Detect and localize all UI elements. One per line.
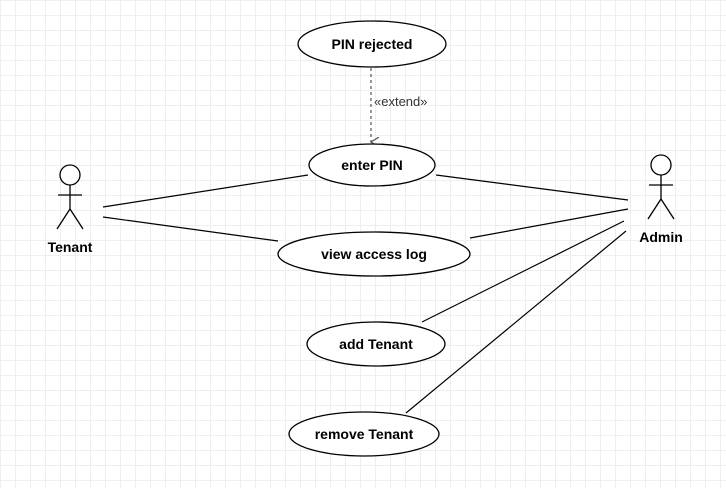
admin-remove-tenant-association [405,230,627,414]
use-case-label: view access log [321,246,427,262]
admin-enter-pin-association [435,174,629,201]
stick-figure-icon [56,164,84,230]
use-case-label: PIN rejected [332,36,413,52]
use-case-view-access-log[interactable]: view access log [277,231,471,277]
actor-admin[interactable]: Admin [639,154,683,245]
tenant-view-access-log-association [102,216,279,242]
use-case-pin-rejected[interactable]: PIN rejected [297,20,447,68]
actor-tenant[interactable]: Tenant [48,164,93,255]
tenant-enter-pin-association [102,174,309,208]
use-case-label: enter PIN [341,157,402,173]
use-case-remove-tenant[interactable]: remove Tenant [288,411,440,457]
use-case-label: remove Tenant [315,426,414,442]
admin-add-tenant-association [421,220,625,323]
actor-label: Tenant [48,239,93,255]
actor-label: Admin [639,229,683,245]
admin-view-access-log-association [469,208,629,239]
use-case-label: add Tenant [339,336,413,352]
extend-stereotype-label: «extend» [374,94,428,109]
stick-figure-icon [647,154,675,220]
use-case-enter-pin[interactable]: enter PIN [308,143,436,187]
use-case-add-tenant[interactable]: add Tenant [306,321,446,367]
